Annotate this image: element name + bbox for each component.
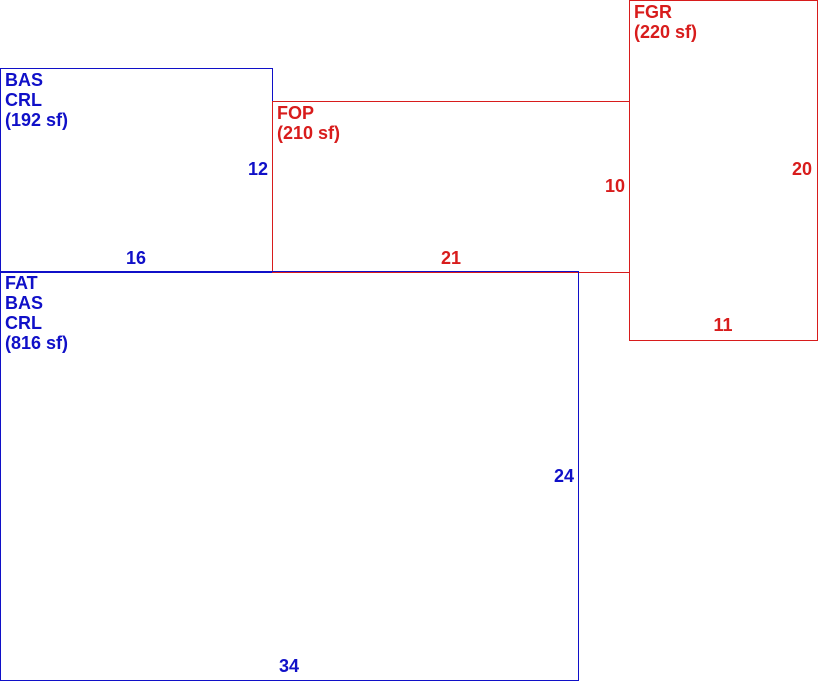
dimension-fat-bas-crl-width: 34 (278, 656, 300, 676)
dimension-fgr-height: 20 (791, 159, 812, 179)
room-bas-crl-label: BAS CRL (192 sf) (5, 70, 68, 130)
room-code: CRL (5, 90, 42, 110)
room-fat-bas-crl-outline: FAT BAS CRL (816 sf) (0, 271, 579, 681)
room-area: (816 sf) (5, 333, 69, 353)
dimension-bas-crl-height: 12 (247, 159, 268, 179)
room-code: BAS (5, 293, 44, 313)
room-code: FAT (5, 273, 38, 293)
room-code: FGR (634, 2, 672, 22)
room-bas-crl-outline: BAS CRL (192 sf) (0, 68, 273, 273)
room-fop-outline: FOP (210 sf) (272, 101, 630, 273)
room-fgr-outline: FGR (220 sf) (629, 0, 818, 341)
dimension-fat-bas-crl-height: 24 (553, 466, 574, 486)
room-fop-label: FOP (210 sf) (277, 103, 340, 143)
dimension-fgr-width: 11 (713, 315, 733, 335)
room-code: FOP (277, 103, 315, 123)
room-fgr-label: FGR (220 sf) (634, 2, 697, 42)
dimension-bas-crl-width: 16 (125, 248, 147, 268)
room-area: (192 sf) (5, 110, 69, 130)
room-fat-bas-crl-label: FAT BAS CRL (816 sf) (5, 273, 68, 353)
room-code: CRL (5, 313, 42, 333)
room-area: (220 sf) (634, 22, 698, 42)
room-area: (210 sf) (277, 123, 341, 143)
dimension-fop-height: 10 (604, 176, 625, 196)
dimension-fop-width: 21 (440, 248, 462, 268)
room-code: BAS (5, 70, 44, 90)
